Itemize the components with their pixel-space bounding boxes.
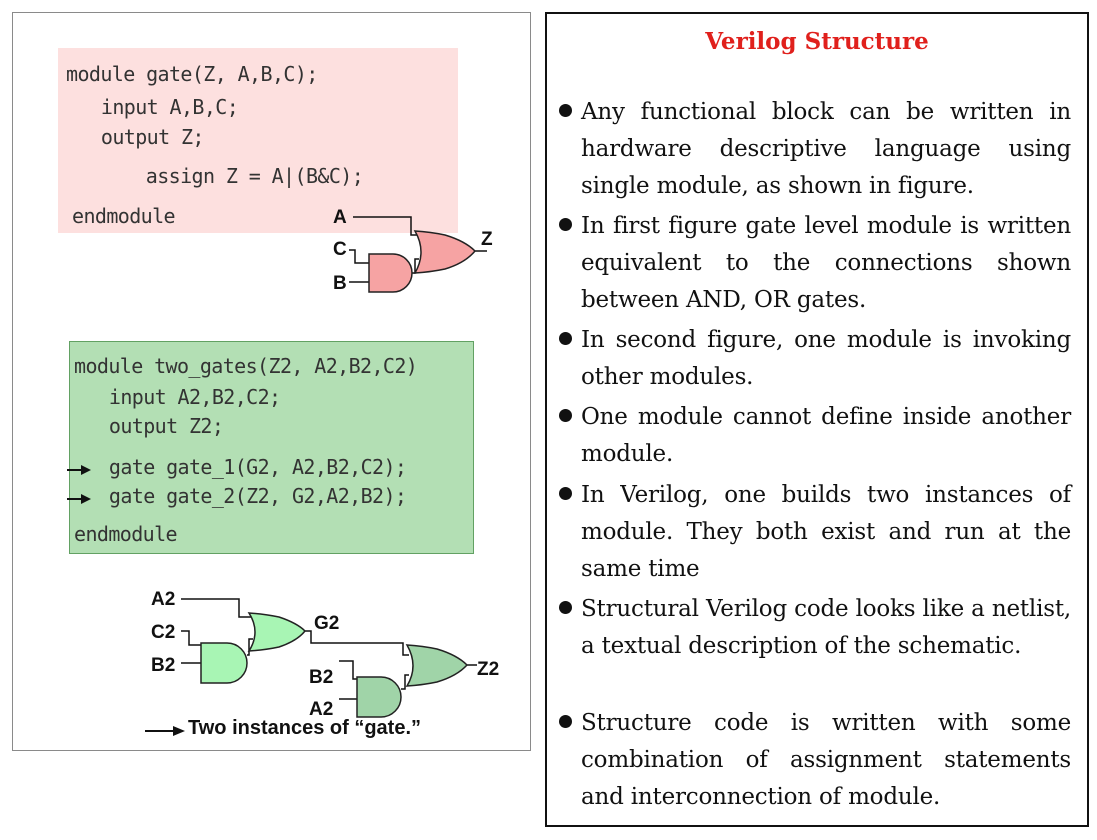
figure-caption: Two instances of “gate.” [188,717,421,739]
bullet-text: In first figure gate level module is wri… [581,213,1071,313]
label-a2-bottom: A2 [309,699,333,720]
label-b2-right: B2 [309,667,333,688]
caption-arrow-icon [145,726,185,736]
code-line: gate gate_1(G2, A2,B2,C2); [86,455,407,479]
bullet-text: In Verilog, one builds two instances of … [581,482,1071,582]
code-line: gate gate_2(Z2, G2,A2,B2); [86,484,407,508]
code-line: output Z2; [86,414,224,438]
code-line: assign Z = A|(B&C); [100,164,364,188]
label-z2: Z2 [477,659,499,680]
code-line: module gate(Z, A,B,C); [66,62,318,86]
gate-circuit-diagram: A C B Z [333,207,493,294]
label-z: Z [481,229,493,250]
bullet-icon [559,218,572,231]
or-gate [413,230,477,274]
code-line: endmodule [72,204,176,228]
code-line: endmodule [74,522,178,546]
or-gate-2 [405,644,469,687]
label-a2-top: A2 [151,589,175,610]
bullet-icon [559,601,572,614]
gate-module-code: module gate(Z, A,B,C); input A,B,C; outp… [58,48,458,233]
and-gate-1 [200,642,248,684]
code-line: module two_gates(Z2, A2,B2,C2) [74,354,418,378]
instance-arrow-icon [67,494,91,504]
or-gate-1 [247,612,307,652]
bullet-icon [559,332,572,345]
two-gates-circuit-diagram: A2 C2 B2 G2 B2 A2 Z2 [151,589,499,720]
text-panel: Verilog Structure Any functional block c… [545,12,1089,827]
bullet-icon [559,487,572,500]
label-g2: G2 [314,613,339,634]
label-c2: C2 [151,622,175,643]
bullet-text: Structural Verilog code looks like a net… [581,596,1071,659]
label-a: A [333,207,347,228]
label-b: B [333,273,347,294]
two-gates-module-code: module two_gates(Z2, A2,B2,C2) input A2,… [69,341,474,554]
bullet-icon [559,104,572,117]
label-b2-left: B2 [151,655,175,676]
instance-arrow-icon [67,465,91,475]
and-gate [368,253,413,293]
bullet-text: Structure code is written with some comb… [581,710,1071,810]
bullet-text: In second figure, one module is invoking… [581,327,1071,390]
and-gate-2 [356,676,402,718]
bullet-text: One module cannot define inside another … [581,404,1071,467]
code-line: input A,B,C; [78,95,239,119]
label-c: C [333,239,347,260]
figure-panel: module gate(Z, A,B,C); input A,B,C; outp… [12,12,531,751]
bullet-icon [559,715,572,728]
bullet-text: Any functional block can be written in h… [581,99,1071,199]
bullet-icon [559,409,572,422]
code-line: input A2,B2,C2; [86,385,281,409]
page-title: Verilog Structure [705,28,929,55]
code-line: output Z; [78,125,205,149]
